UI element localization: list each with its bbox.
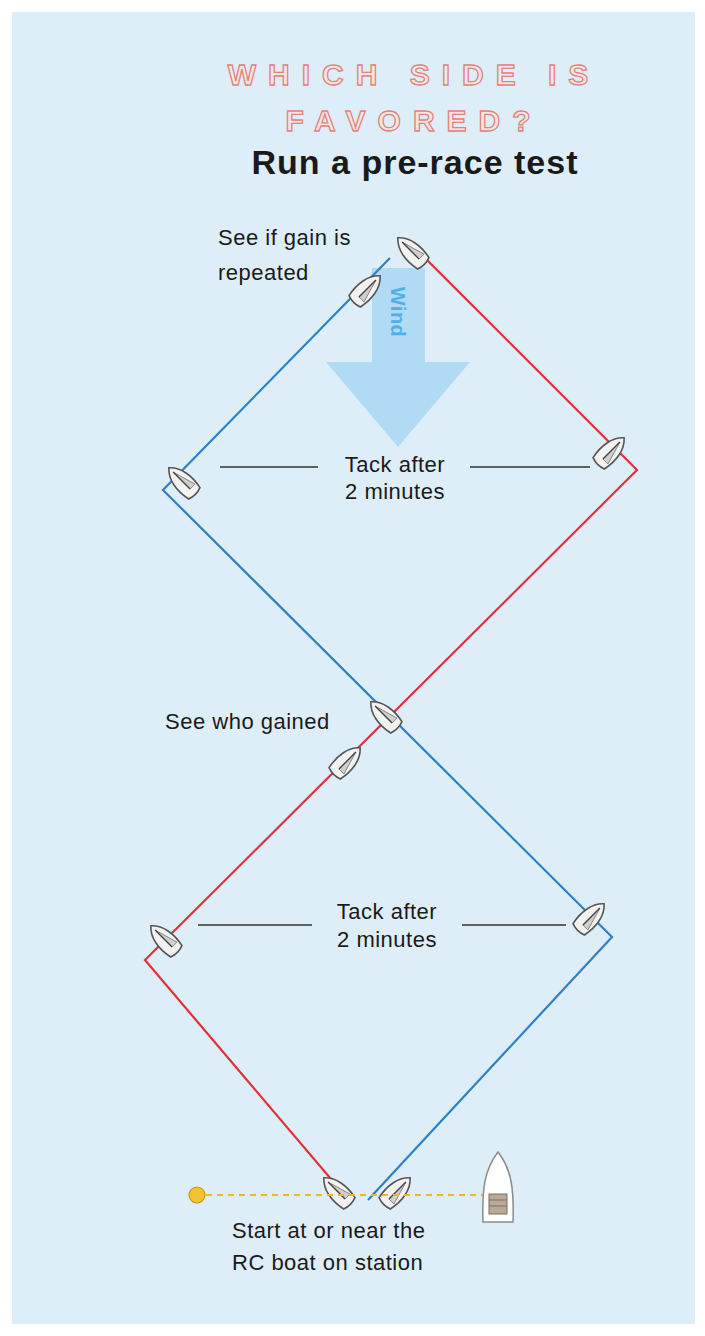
sailboat (391, 231, 431, 271)
background-panel (12, 12, 695, 1324)
sailboat (317, 1171, 357, 1211)
committee-boat-hull (483, 1152, 513, 1222)
sailboat (347, 269, 387, 309)
leader-line (220, 466, 318, 468)
sailboat (144, 919, 184, 959)
sailboat (571, 897, 611, 937)
note-label: Start at or near the RC boat on station (232, 1215, 447, 1279)
note-label: See who gained (165, 708, 385, 736)
wind-label: Wind (386, 262, 410, 362)
note-label: Tack after 2 minutes (331, 898, 443, 954)
sailboat (162, 461, 202, 501)
pin-buoy (189, 1187, 205, 1203)
committee-boat (483, 1152, 513, 1222)
note-label: Tack after 2 minutes (339, 451, 451, 505)
start-line (206, 1194, 484, 1196)
committee-boat-detail (489, 1200, 507, 1206)
leader-line (198, 924, 312, 926)
committee-boat-cabin (489, 1194, 507, 1214)
leader-line (462, 924, 566, 926)
sailboat (327, 741, 367, 781)
red-course-line (145, 245, 637, 1192)
sailboat (591, 431, 631, 471)
blue-course-line (163, 258, 612, 1200)
sailboat (364, 695, 404, 735)
sailboat (377, 1171, 417, 1211)
leader-line (470, 466, 590, 468)
note-label: See if gain is repeated (218, 220, 378, 290)
title: WHICH SIDE IS FAVORED? (194, 52, 634, 144)
subtitle: Run a pre-race test (100, 142, 705, 182)
